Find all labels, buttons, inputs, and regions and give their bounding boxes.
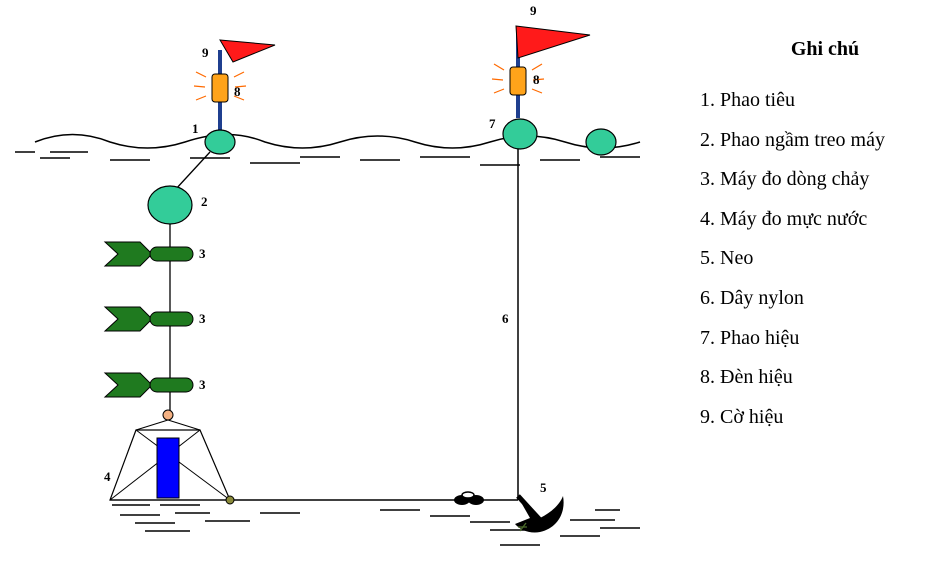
legend: Ghi chú 1. Phao tiêu 2. Phao ngầm treo m… [700,38,940,445]
signal-light-left [211,73,229,103]
signal-light-right [509,66,527,96]
water-surface-wave [34,133,641,149]
legend-title: Ghi chú [790,38,860,60]
water-level-gauge [109,409,235,505]
marker-buoy-left [193,39,276,155]
surface-water-dashes [15,151,640,166]
legend-item: 7. Phao hiệu [700,326,800,349]
current-meter-1 [103,241,194,267]
legend-item: 1. Phao tiêu [700,89,795,111]
label-8-right: 8 [533,72,540,87]
current-meter-3 [103,372,194,398]
legend-list: 1. Phao tiêu 2. Phao ngầm treo máy 3. Má… [700,89,940,445]
label-3-top: 3 [199,246,206,261]
flag-left [219,39,276,63]
chain-coil [454,491,484,505]
legend-item: 4. Máy đo mực nước [700,207,868,230]
label-9-left: 9 [202,45,209,60]
buoy-float-1 [204,129,236,155]
legend-item: 2. Phao ngầm treo máy [700,128,885,151]
anchor [515,494,564,533]
marker-buoy-right [491,25,591,150]
label-7: 7 [489,116,496,131]
legend-item: 8. Đèn hiệu [700,366,793,389]
label-3-bottom: 3 [199,377,206,392]
line-buoy-to-subfloat [174,151,211,191]
surface-float-extra [585,128,617,156]
flag-right [515,25,591,59]
label-9-right: 9 [530,3,537,18]
label-4: 4 [104,469,111,484]
label-5: 5 [540,480,547,495]
label-6: 6 [502,311,509,326]
legend-item: 3. Máy đo dòng chảy [700,168,870,191]
current-meter-2 [103,306,194,332]
label-8-left: 8 [234,84,241,99]
light-rays-left [193,71,247,101]
legend-item: 6. Dây nylon [700,286,804,309]
buoy-float-7 [502,118,538,150]
mooring-diagram: 1 2 3 3 3 4 5 6 7 8 8 9 9 [15,3,641,546]
submerged-float [147,185,193,225]
legend-item: 5. Neo [700,247,754,270]
gauge-shackle [162,409,174,421]
light-rays-right [491,63,545,94]
gauge-ground-link [225,495,235,505]
label-3-mid: 3 [199,311,206,326]
seabed-dashes [112,504,640,546]
gauge-body [156,437,180,499]
label-1: 1 [192,121,199,136]
legend-item: 9. Cờ hiệu [700,405,784,428]
label-2: 2 [201,194,208,209]
